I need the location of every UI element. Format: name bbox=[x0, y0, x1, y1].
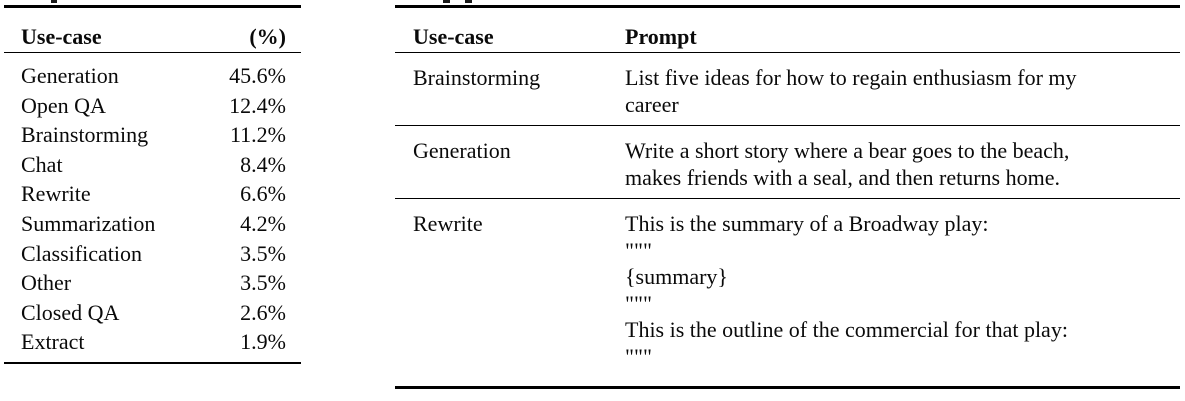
row-value: 12.4% bbox=[229, 92, 286, 118]
header-use-case: Use-case bbox=[413, 23, 494, 49]
cut-off-text-fragment bbox=[51, 0, 57, 3]
prompt-line: This is the outline of the commercial fo… bbox=[625, 317, 1068, 342]
row-value: 3.5% bbox=[240, 240, 286, 266]
row-prompt: Write a short story where a bear goes to… bbox=[625, 138, 1180, 191]
table-row: Open QA 12.4% bbox=[21, 91, 286, 121]
row-label: Rewrite bbox=[21, 181, 91, 207]
example-prompts-table: Use-case Prompt Brainstorming List five … bbox=[395, 0, 1180, 389]
row-value: 4.2% bbox=[240, 210, 286, 236]
table-header-rule bbox=[4, 51, 301, 53]
prompt-line: This is the summary of a Broadway play: bbox=[625, 211, 989, 236]
header-percent: (%) bbox=[249, 23, 286, 49]
table-row: Brainstorming List five ideas for how to… bbox=[395, 53, 1180, 126]
row-label: Summarization bbox=[21, 210, 156, 236]
prompt-line: List five ideas for how to regain enthus… bbox=[625, 65, 1077, 90]
row-label: Closed QA bbox=[21, 299, 120, 325]
table-header-rule bbox=[395, 51, 1180, 53]
row-value: 3.5% bbox=[240, 270, 286, 296]
row-prompt: This is the summary of a Broadway play: … bbox=[625, 211, 1180, 370]
row-label: Other bbox=[21, 270, 72, 296]
table-row: Closed QA 2.6% bbox=[21, 298, 286, 328]
prompt-line: """ bbox=[625, 290, 652, 316]
row-label: Open QA bbox=[21, 92, 106, 118]
prompt-line: """ bbox=[625, 343, 652, 369]
table-body: Generation 45.6% Open QA 12.4% Brainstor… bbox=[4, 53, 301, 362]
table-top-rule bbox=[395, 5, 1180, 8]
row-value: 8.4% bbox=[240, 151, 286, 177]
use-case-distribution-table: Use-case (%) Generation 45.6% Open QA 12… bbox=[4, 0, 301, 365]
table-bottom-rule bbox=[4, 361, 301, 365]
row-value: 2.6% bbox=[240, 299, 286, 325]
table-row: Rewrite This is the summary of a Broadwa… bbox=[395, 199, 1180, 386]
row-prompt: List five ideas for how to regain enthus… bbox=[625, 65, 1180, 118]
table-row: Rewrite 6.6% bbox=[21, 179, 286, 209]
header-use-case: Use-case bbox=[21, 23, 102, 49]
table-row: Brainstorming 11.2% bbox=[21, 120, 286, 150]
table-bottom-rule bbox=[395, 386, 1180, 389]
row-use-case: Brainstorming bbox=[413, 65, 541, 90]
table-header-row: Use-case (%) bbox=[4, 8, 301, 52]
table-row: Chat 8.4% bbox=[21, 150, 286, 180]
cut-off-text-fragment bbox=[443, 0, 450, 3]
row-use-case: Generation bbox=[413, 138, 511, 163]
header-prompt: Prompt bbox=[625, 23, 697, 49]
prompt-line: {summary} bbox=[625, 264, 728, 289]
row-label: Chat bbox=[21, 151, 63, 177]
row-label: Generation bbox=[21, 63, 119, 88]
prompt-line: career bbox=[625, 91, 679, 117]
row-label: Extract bbox=[21, 329, 85, 355]
row-use-case: Rewrite bbox=[413, 211, 483, 236]
row-value: 11.2% bbox=[229, 122, 286, 148]
row-label: Brainstorming bbox=[21, 122, 149, 148]
table-top-rule bbox=[4, 5, 301, 8]
cut-off-text-fragment bbox=[465, 0, 472, 3]
prompt-line: """ bbox=[625, 237, 652, 263]
row-label: Classification bbox=[21, 240, 142, 266]
table-row: Classification 3.5% bbox=[21, 239, 286, 269]
table-header-row: Use-case Prompt bbox=[395, 8, 1180, 52]
table-row: Summarization 4.2% bbox=[21, 209, 286, 239]
table-row: Generation 45.6% bbox=[21, 61, 286, 91]
table-row: Generation Write a short story where a b… bbox=[395, 126, 1180, 199]
row-value: 6.6% bbox=[240, 181, 286, 207]
table-row: Extract 1.9% bbox=[21, 327, 286, 357]
table-row: Other 3.5% bbox=[21, 268, 286, 298]
prompt-line: makes friends with a seal, and then retu… bbox=[625, 164, 1060, 190]
row-value: 45.6% bbox=[229, 63, 286, 88]
row-value: 1.9% bbox=[240, 329, 286, 355]
prompt-line: Write a short story where a bear goes to… bbox=[625, 138, 1070, 163]
